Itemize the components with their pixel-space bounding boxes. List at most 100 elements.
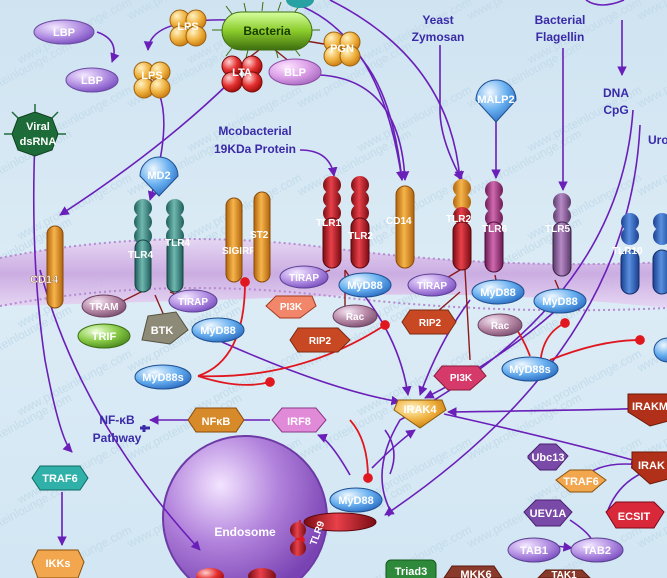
sigirr-receptor[interactable]: SIGIRR [222,197,257,283]
tirap-label-3: TIRAP [417,281,447,292]
tlr4-receptor-b[interactable]: TLR4 [165,199,190,293]
lps-label-2: LPS [141,70,162,82]
nfkb-label: NFκB [202,416,231,428]
viral-label-line1: Viral [26,121,50,133]
irf8-node[interactable]: IRF8 [271,407,327,433]
myd88-node-4[interactable]: MyD88 [533,288,587,314]
traf6-right-node[interactable]: TRAF6 [555,469,607,493]
nfkb-pathway-line1: NF-κB [99,413,135,427]
tirap-node-1[interactable]: TIRAP [168,289,218,313]
lbp-node-2[interactable]: LBP [65,67,119,93]
btk-node[interactable]: BTK [141,311,189,345]
blp-node[interactable]: BLP [268,58,322,86]
myd88s-node-2[interactable]: MyD88s [501,356,559,382]
lbp-label-1: LBP [53,27,75,39]
ikks-label: IKKs [45,558,70,570]
tlr6-receptor[interactable]: TLR6 [482,181,507,273]
irak-partial-node[interactable]: IRAK [631,451,667,485]
irak4-label: IRAK4 [403,404,437,416]
lta-node[interactable]: LTA [221,55,263,93]
rip2-label-2: RIP2 [419,318,442,329]
myd88s-label-1: MyD88s [142,372,184,384]
nfkb-pathway-line2: Pathway [93,431,142,445]
myd88-endosome-node[interactable]: MyD88 [329,487,383,513]
tirap-node-2[interactable]: TIRAP [279,265,329,289]
watermark-text: www.proteinlounge.com [634,38,667,111]
lbp-node-1[interactable]: LBP [33,19,95,45]
myd88-label-2: MyD88 [347,280,382,292]
lps-node-2[interactable]: LPS [133,61,171,99]
uev1a-node[interactable]: UEV1A [523,499,573,527]
irak4-node[interactable]: IRAK4 [393,399,447,429]
partial-blue-node-right [653,337,667,363]
myd88-endosome-label: MyD88 [338,495,373,507]
dna-label-line2: CpG [603,103,628,117]
tab2-node[interactable]: TAB2 [570,537,624,563]
btk-label: BTK [151,325,174,337]
rac-label-1: Rac [346,312,365,323]
nfkb-pathway-label: NF-κB Pathway [93,413,150,445]
yeast-label-line1: Yeast [422,13,453,27]
ubc13-node[interactable]: Ubc13 [527,443,569,471]
cd14-left-receptor[interactable]: CD14 [30,225,64,309]
lbp-label-2: LBP [81,75,103,87]
ecsit-node[interactable]: ECSIT [605,501,665,529]
endosome-label: Endosome [214,525,276,539]
triad3-node[interactable]: Triad3 [385,559,437,578]
watermark-text: www.proteinlounge.com [464,390,584,463]
cd14-mid-label: CD14 [386,216,412,227]
mkk6-node[interactable]: MKK6 [443,565,503,578]
traf6-left-node[interactable]: TRAF6 [31,465,89,491]
tak1-label: TAK1 [551,570,577,578]
myd88-node-1[interactable]: MyD88 [191,317,245,343]
tlr2-receptor-b[interactable]: TLR2 [446,179,472,271]
myd88-node-2[interactable]: MyD88 [338,272,392,298]
pi3k-node-2[interactable]: PI3K [433,365,487,391]
uro-partial-label: Uro [648,133,667,147]
myd88-node-3[interactable]: MyD88 [471,279,525,305]
lta-label: LTA [232,67,252,79]
rip2-node-2[interactable]: RIP2 [401,309,457,335]
tlr5-receptor[interactable]: TLR5 [545,193,572,277]
md2-node[interactable]: MD2 [139,156,179,197]
pi3k-label-1: PI3K [280,302,303,313]
rip2-node-1[interactable]: RIP2 [289,327,351,353]
tak1-node[interactable]: TAK1 [537,569,591,578]
mkk6-label: MKK6 [460,569,491,578]
endosome-inner-nodes [196,568,276,578]
tlr1-receptor[interactable]: TLR1 [316,176,342,269]
blp-label: BLP [284,67,306,79]
myd88-label-1: MyD88 [200,325,235,337]
tab2-label: TAB2 [583,545,611,557]
malp2-node[interactable]: MALP2 [475,79,517,123]
ikks-node[interactable]: IKKs [31,549,85,578]
pi3k-label-2: PI3K [450,373,473,384]
tlr10-receptor[interactable]: TLR10 [612,213,667,295]
myd88s-node-1[interactable]: MyD88s [134,364,192,390]
tlr4-label-b: TLR4 [165,238,190,249]
rac-node-2[interactable]: Rac [477,313,523,337]
st2-receptor[interactable]: ST2 [250,191,271,283]
myd88s-label-2: MyD88s [509,364,551,376]
pi3k-node-1[interactable]: PI3K [265,295,317,319]
rac-node-1[interactable]: Rac [332,304,378,328]
tirap-node-3[interactable]: TIRAP [407,273,457,297]
viral-dsrna-node[interactable]: Viral dsRNA [4,104,66,157]
trif-node[interactable]: TRIF [77,323,131,349]
tlr2-receptor-a[interactable]: TLR2 [348,176,373,269]
lps-label-1: LPS [177,21,198,33]
bacteria-node[interactable]: Bacteria [212,1,320,59]
tlr2-label-a: TLR2 [348,231,373,242]
tlr4-receptor-a[interactable]: TLR4 [128,199,153,293]
pgn-node[interactable]: PGN [323,31,361,67]
tlr9-receptor[interactable]: TLR9 [290,512,377,556]
tram-node[interactable]: TRAM [81,294,127,318]
irakm-node[interactable]: IRAKM [627,393,667,427]
cd14-mid-receptor[interactable]: CD14 [386,185,415,269]
tab1-node[interactable]: TAB1 [507,537,561,563]
lps-node-1[interactable]: LPS [169,9,207,47]
nfkb-node[interactable]: NFκB [187,407,245,433]
traf6-right-label: TRAF6 [563,476,598,488]
bacteria-label: Bacteria [243,24,291,38]
